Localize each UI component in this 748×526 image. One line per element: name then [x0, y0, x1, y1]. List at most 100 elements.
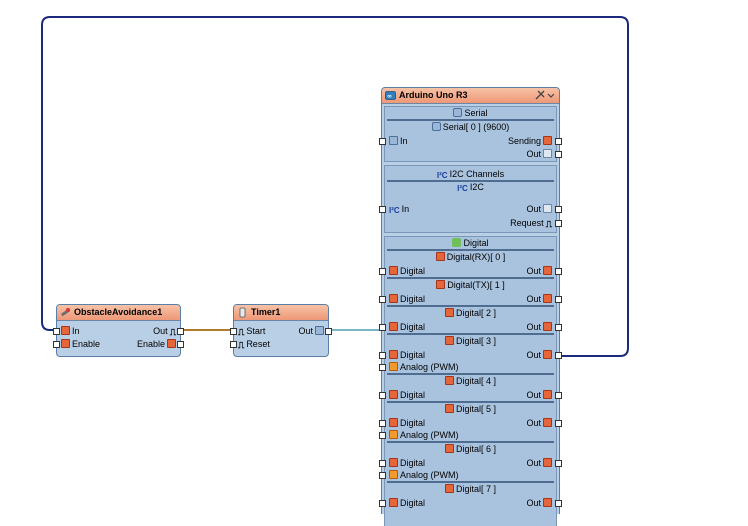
digital-out-label: Out — [526, 266, 541, 276]
digital-out-pin[interactable] — [555, 420, 562, 427]
i2c-out-label: Out — [526, 204, 541, 214]
digital-in-pin[interactable] — [379, 268, 386, 275]
digital-pin-icon — [444, 308, 454, 317]
digital-channel-block: Digital(RX)[ 0 ] Digital Out — [379, 250, 562, 278]
analog-in-label: Analog (PWM) — [400, 362, 459, 372]
digital-pin-icon — [543, 136, 552, 145]
channel-separator — [387, 277, 554, 279]
request-pin[interactable] — [555, 220, 562, 227]
serial-out-pin[interactable] — [555, 151, 562, 158]
digital-channel-label: Digital(RX)[ 0 ] — [446, 252, 506, 262]
digital-out-pin[interactable] — [555, 460, 562, 467]
digital-pin-icon — [389, 294, 398, 303]
digital-pin-icon — [389, 498, 398, 507]
digital-pin-icon — [543, 266, 552, 275]
channel-separator — [387, 481, 554, 483]
timer-component[interactable]: Timer1 ⎍Start Out ⎍Reset — [230, 304, 332, 357]
serial-group-title: Serial — [385, 108, 556, 119]
chevron-down-icon[interactable] — [546, 90, 556, 100]
enable-pin[interactable] — [53, 341, 60, 348]
digital-in-pin[interactable] — [379, 392, 386, 399]
timer-out-pin[interactable] — [325, 328, 332, 335]
digital-in-pin[interactable] — [379, 460, 386, 467]
digital-out-label: Out — [526, 418, 541, 428]
digital-pin-icon — [543, 390, 552, 399]
digital-pin-icon — [389, 458, 398, 467]
serial-in-label: In — [400, 136, 408, 146]
digital-out-label: Out — [526, 322, 541, 332]
i2c-group-label: I2C Channels — [449, 169, 505, 179]
digital-pin-icon — [436, 280, 446, 289]
digital-out-pin[interactable] — [555, 500, 562, 507]
digital-group-label: Digital — [463, 238, 489, 248]
serial-channel-title: Serial[ 0 ] (9600) — [385, 122, 556, 133]
digital-channel-title: Digital[ 3 ] — [385, 336, 556, 347]
timer-icon — [239, 307, 246, 318]
clock-icon: ⎍ — [238, 327, 245, 337]
analog-in-pin[interactable] — [379, 432, 386, 439]
channel-separator — [387, 373, 554, 375]
digital-pin-icon — [444, 484, 454, 493]
digital-pin-icon — [543, 498, 552, 507]
analog-in-pin[interactable] — [379, 472, 386, 479]
serial-group-label: Serial — [464, 108, 488, 118]
digital-channel-title: Digital[ 6 ] — [385, 444, 556, 455]
serial-section: Serial Serial[ 0 ] (9600) In Sending Out — [379, 106, 562, 162]
digital-in-pin[interactable] — [379, 420, 386, 427]
in-label: In — [72, 326, 80, 336]
digital-out-pin[interactable] — [555, 392, 562, 399]
digital-in-pin[interactable] — [379, 296, 386, 303]
arduino-title[interactable]: ∞ Arduino Uno R3 — [382, 88, 559, 104]
i2c-in-pin[interactable] — [379, 206, 386, 213]
digital-in-label: Digital — [400, 266, 426, 276]
request-label: Request — [510, 218, 544, 228]
out-label: Out — [153, 326, 168, 336]
digital-out-pin[interactable] — [555, 268, 562, 275]
clock-icon: ⎍ — [238, 340, 245, 350]
digital-pin-icon — [389, 418, 398, 427]
i2c-channel-label: I2C — [469, 182, 484, 192]
channel-separator — [387, 441, 554, 443]
i2c-out-pin[interactable] — [555, 206, 562, 213]
timer-out-label: Out — [298, 326, 313, 336]
obstacle-avoidance-component[interactable]: ObstacleAvoidance1 In Out⎍ Enable Enable — [53, 304, 184, 357]
digital-channel-title: Digital[ 4 ] — [385, 376, 556, 387]
digital-in-pin[interactable] — [379, 352, 386, 359]
sending-pin[interactable] — [555, 138, 562, 145]
enable-out-pin[interactable] — [177, 341, 184, 348]
out-pin[interactable] — [177, 328, 184, 335]
digital-pin-icon — [389, 266, 398, 275]
analog-in-pin[interactable] — [379, 364, 386, 371]
digital-pin-icon — [435, 252, 445, 261]
channel-separator — [387, 333, 554, 335]
clock-icon: ⎍ — [169, 327, 176, 337]
digital-group-title: Digital — [385, 238, 556, 249]
obstacle-avoidance-title-text: ObstacleAvoidance1 — [74, 307, 163, 317]
output-icon — [543, 149, 552, 158]
timer-title[interactable]: Timer1 — [234, 305, 328, 321]
digital-out-pin[interactable] — [555, 324, 562, 331]
digital-channel-title: Digital[ 5 ] — [385, 404, 556, 415]
sending-label: Sending — [507, 136, 541, 146]
serial-in-pin[interactable] — [379, 138, 386, 145]
digital-out-label: Out — [526, 390, 541, 400]
obstacle-avoidance-title[interactable]: ObstacleAvoidance1 — [57, 305, 180, 321]
digital-in-pin[interactable] — [379, 500, 386, 507]
reset-pin[interactable] — [230, 341, 237, 348]
arduino-title-text: Arduino Uno R3 — [399, 90, 468, 100]
in-pin[interactable] — [53, 328, 60, 335]
digital-pin-icon — [444, 444, 454, 453]
arduino-component[interactable]: ∞ Arduino Uno R3 Serial Serial[ 0 ] (960… — [379, 87, 562, 526]
digital-in-pin[interactable] — [379, 324, 386, 331]
digital-pin-icon — [543, 418, 552, 427]
digital-pin-icon — [444, 376, 454, 385]
feedback-wire[interactable] — [41, 16, 629, 357]
serial-icon — [389, 136, 398, 145]
digital-out-pin[interactable] — [555, 352, 562, 359]
digital-out-pin[interactable] — [555, 296, 562, 303]
start-pin[interactable] — [230, 328, 237, 335]
tools-icon[interactable] — [535, 90, 545, 100]
